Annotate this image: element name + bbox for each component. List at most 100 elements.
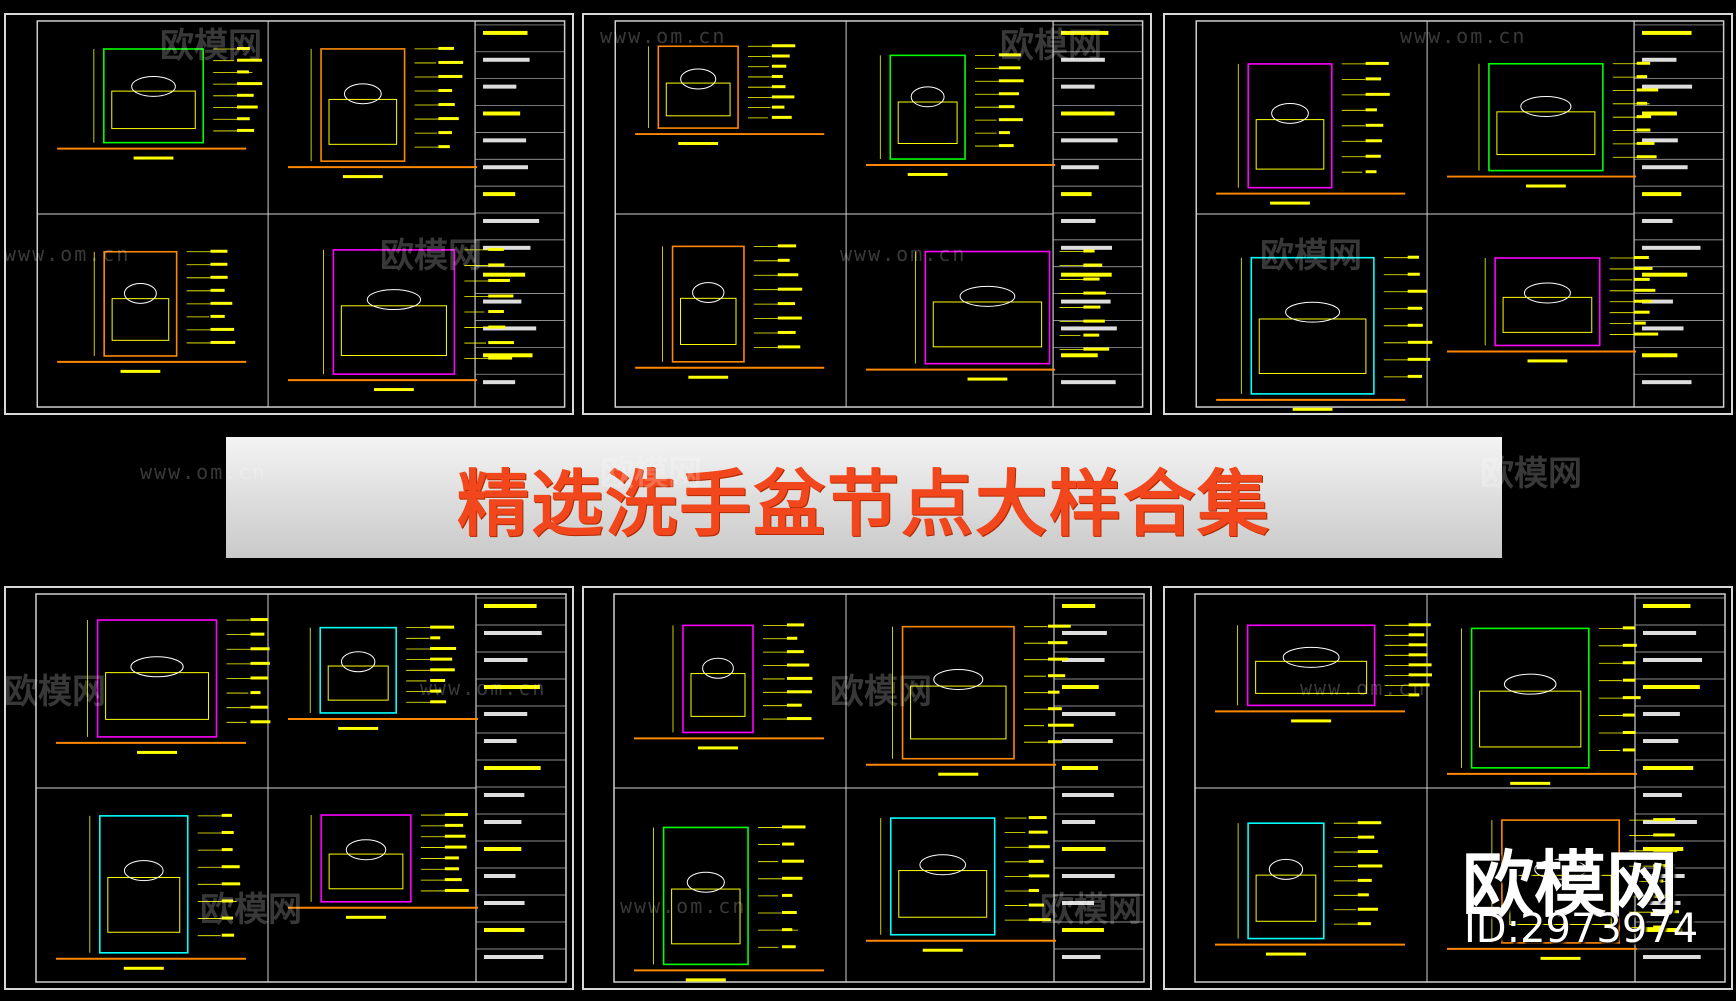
cad-line <box>483 57 530 62</box>
cad-line <box>484 658 528 662</box>
cad-line <box>105 672 209 720</box>
cad-line <box>690 673 746 717</box>
cad-line <box>1642 84 1693 89</box>
cad-line <box>771 115 792 119</box>
cad-line <box>665 82 731 117</box>
cad-line <box>777 302 796 306</box>
cad-line <box>1061 326 1117 331</box>
cad-line <box>250 647 270 651</box>
cad-line <box>1083 277 1100 281</box>
cad-line <box>777 273 799 277</box>
cad-line <box>1270 201 1310 205</box>
cad-line <box>438 89 453 92</box>
cad-drawing <box>613 593 1145 983</box>
cad-line <box>484 901 525 905</box>
cad-line <box>438 145 450 149</box>
cad-drawing <box>36 20 566 408</box>
cad-line <box>430 700 447 704</box>
cad-line <box>1247 822 1325 940</box>
cad-line <box>1643 658 1703 662</box>
cad-line <box>1408 693 1420 697</box>
cad-line <box>786 623 805 627</box>
cad-line <box>1048 674 1066 678</box>
cad-line <box>1633 321 1646 325</box>
cad-line <box>444 823 464 827</box>
cad-line <box>438 117 459 121</box>
cad-line <box>1250 256 1375 395</box>
cad-line <box>444 813 468 817</box>
brand-logo-text: 欧模网 <box>1462 843 1679 927</box>
cad-line <box>692 282 725 304</box>
cad-line <box>1365 154 1381 158</box>
cad-line <box>1028 888 1039 892</box>
banner-title: 精选洗手盆节点大样合集 <box>456 462 1271 546</box>
cad-line <box>1048 690 1060 694</box>
cad-line <box>1357 821 1382 825</box>
cad-line <box>1028 830 1048 834</box>
cad-line <box>1048 707 1062 711</box>
cad-line <box>1365 170 1377 174</box>
cad-line <box>484 712 528 716</box>
cad-line <box>237 93 254 97</box>
cad-line <box>484 793 525 797</box>
cad-line <box>444 867 459 871</box>
cad-line <box>1642 326 1684 331</box>
cad-line <box>1636 101 1648 105</box>
cad-line <box>1520 96 1572 117</box>
cad-sheet-top-right <box>1163 13 1733 415</box>
cad-line <box>1407 323 1423 327</box>
cad-line <box>685 978 726 982</box>
cad-line <box>786 703 802 707</box>
cad-line <box>786 717 812 721</box>
cad-line <box>771 85 786 89</box>
cad-line <box>998 79 1024 83</box>
cad-line <box>1292 407 1333 411</box>
cad-line <box>1028 918 1051 922</box>
cad-line <box>1357 878 1372 882</box>
cad-line <box>1062 604 1096 608</box>
cad-line <box>250 676 269 680</box>
cad-line <box>1653 818 1676 822</box>
cad-line <box>1357 864 1383 868</box>
cad-line <box>221 933 235 937</box>
cad-line <box>782 825 806 829</box>
cad-line <box>1622 643 1637 647</box>
cad-line <box>1255 660 1368 694</box>
cad-line <box>1643 739 1679 743</box>
cad-line <box>488 247 504 251</box>
cad-line <box>484 847 522 851</box>
cad-line <box>1633 266 1653 270</box>
cad-line <box>221 813 232 817</box>
cad-line <box>1525 184 1566 188</box>
cad-line <box>438 103 455 107</box>
cad-line <box>938 772 979 776</box>
cad-line <box>483 245 531 250</box>
cad-line <box>1633 288 1656 292</box>
cad-line <box>1246 624 1376 707</box>
cad-line <box>131 75 176 97</box>
cad-line <box>345 839 387 861</box>
cad-line <box>484 766 541 770</box>
cad-line <box>1357 922 1371 926</box>
cad-line <box>680 297 737 346</box>
cad-line <box>1291 719 1332 723</box>
cad-line <box>1633 310 1650 314</box>
cad-line <box>237 105 258 109</box>
cad-line <box>1643 631 1697 635</box>
cad-line <box>910 685 1007 740</box>
cad-line <box>1062 739 1113 743</box>
cad-line <box>250 632 265 636</box>
cad-line <box>1408 683 1430 687</box>
cad-line <box>959 285 1016 307</box>
cad-line <box>133 156 174 160</box>
cad-line <box>657 45 739 129</box>
cad-line <box>1407 374 1423 378</box>
cad-line <box>484 685 540 689</box>
cad-line <box>237 128 255 132</box>
cad-line <box>1258 318 1367 374</box>
cad-line <box>1510 781 1551 785</box>
cad-line <box>444 888 469 892</box>
cad-line <box>99 815 189 954</box>
cad-line <box>488 325 506 329</box>
cad-line <box>1247 63 1333 189</box>
